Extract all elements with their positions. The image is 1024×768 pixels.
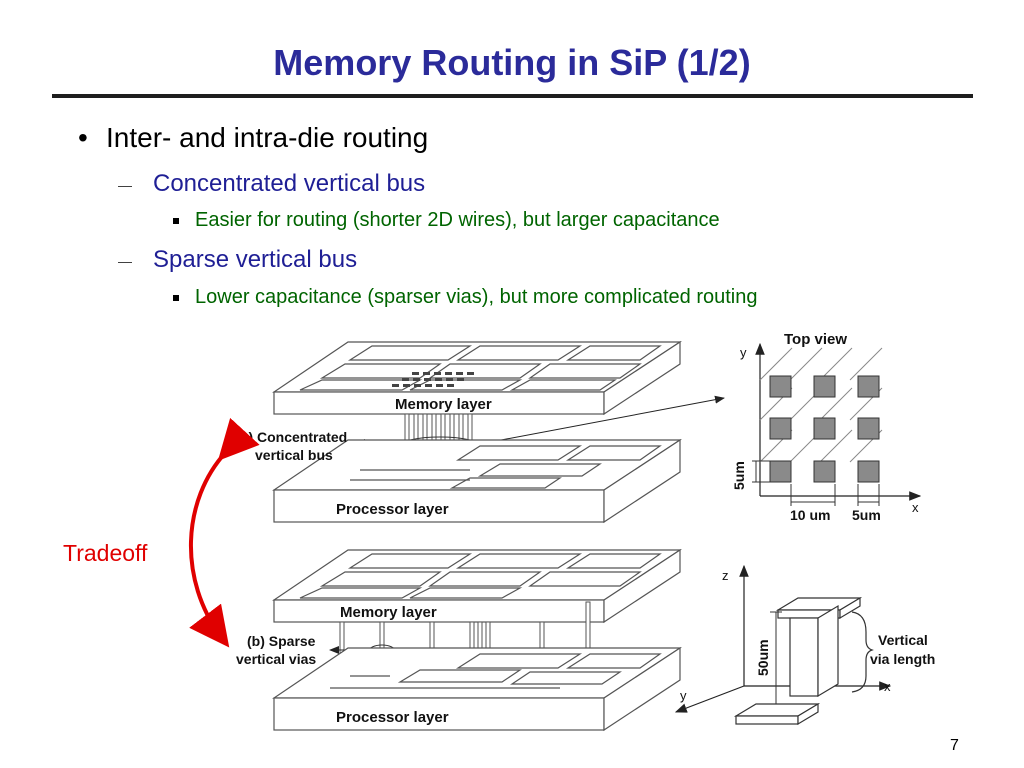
sub-bullet-concentrated: Easier for routing (shorter 2D wires), b… [173,209,720,232]
side-view-caption-line1: Vertical [878,632,928,648]
tradeoff-arrow-icon [188,417,260,648]
sub-bullet-sparse: Lower capacitance (sparser vias), but mo… [173,286,757,309]
bullet-sparse: — Sparse vertical bus [118,246,357,274]
square-bullet-icon [173,294,179,301]
top-view-axis-x: x [912,500,919,515]
square-bullet-icon [173,217,179,224]
sub-bullet-concentrated-text: Easier for routing (shorter 2D wires), b… [195,209,720,231]
bullet-sparse-text: Sparse vertical bus [153,246,358,273]
bullet-concentrated: — Concentrated vertical bus [118,170,425,198]
label-b-line2: vertical vias [236,651,316,667]
dash-icon: — [118,176,132,193]
top-view-dim-width: 5um [852,507,881,523]
side-view-diagram: z x y 50um Vertical via length [674,564,935,726]
bullet-level1: • Inter- and intra-die routing [78,122,428,154]
label-a-line1: (a) Concentrated [236,429,347,445]
bullet-level1-text: Inter- and intra-die routing [106,122,429,153]
memory-layer-a [272,340,683,416]
page-number: 7 [950,737,959,754]
tradeoff-label: Tradeoff [63,540,148,566]
sub-bullet-sparse-text: Lower capacitance (sparser vias), but mo… [195,286,758,308]
memory-layer-b-label: Memory layer [340,604,437,621]
label-b-line1: (b) Sparse [247,633,316,649]
via-cluster-top-a [392,372,474,387]
memory-layer-b [272,548,683,624]
side-view-dim: 50um [755,639,771,676]
memory-layer-a-label: Memory layer [395,396,492,413]
top-view-axis-y: y [740,345,747,360]
processor-layer-a [272,438,683,524]
dash-icon: — [118,252,132,269]
side-view-axis-z: z [722,568,729,583]
top-view-dim-height: 5um [731,461,747,490]
top-view-diagram: Top view y x 5um 10 um 5um [731,331,922,523]
side-view-axis-y: y [680,688,687,703]
label-a-line2: vertical bus [255,447,333,463]
side-view-caption-line2: via length [870,651,935,667]
bullet-dot-icon: • [78,122,88,153]
side-view-axis-x: x [884,679,891,694]
processor-layer-b-label: Processor layer [336,709,449,726]
title-divider [52,94,973,98]
top-view-title: Top view [784,331,847,348]
processor-layer-a-label: Processor layer [336,501,449,518]
top-view-dim-pitch: 10 um [790,507,830,523]
top-view-pointer [479,395,725,445]
slide-title: Memory Routing in SiP (1/2) [273,42,751,83]
bullet-concentrated-text: Concentrated vertical bus [153,170,426,197]
processor-layer-b [272,646,683,732]
